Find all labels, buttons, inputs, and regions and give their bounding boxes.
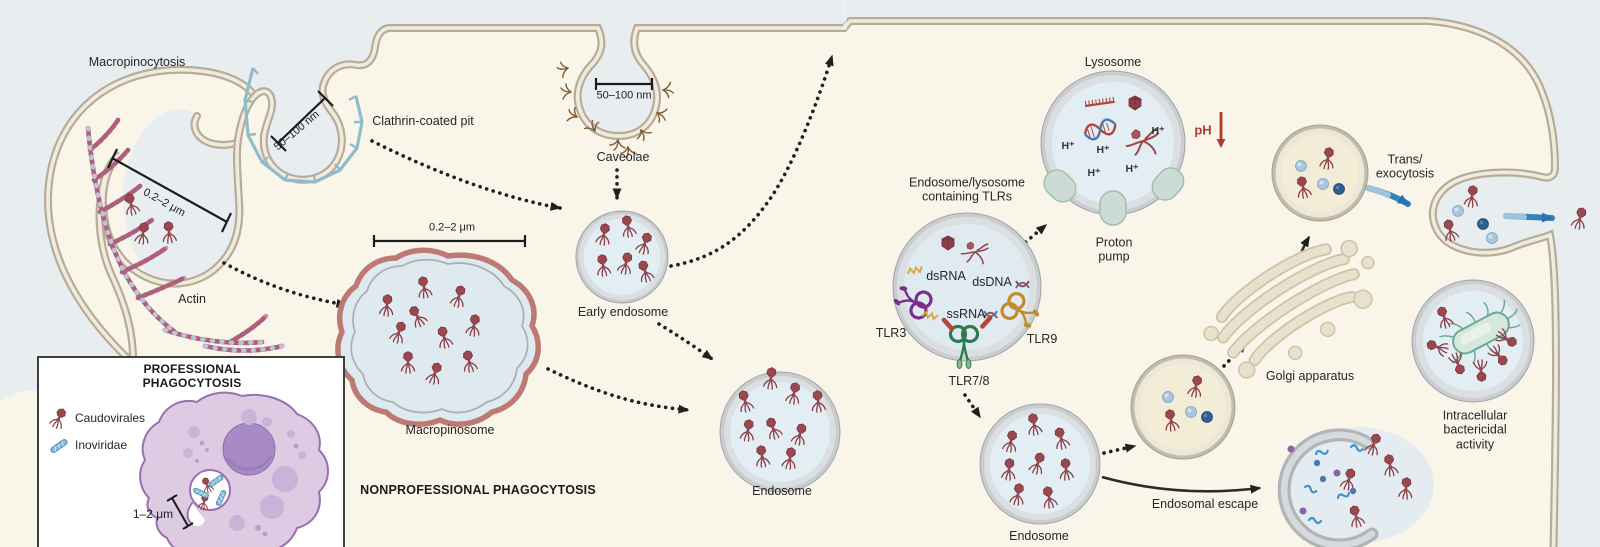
escape-endosome	[1277, 427, 1434, 547]
professional-phagocytosis-inset: PROFESSIONAL PHAGOCYTOSIS Caudovirales I…	[37, 356, 345, 547]
clathrin-lattice-icon	[243, 67, 364, 184]
caudovirales-phage-icon	[48, 405, 70, 431]
early-endosome	[575, 210, 669, 304]
golgi-apparatus	[1203, 239, 1375, 379]
tlr-endosome	[892, 212, 1042, 369]
arrow-macropinosome-to-endosome	[546, 367, 690, 414]
tlr9-receptor-icon	[1000, 291, 1040, 328]
scale-bars	[107, 78, 654, 247]
arrow-recycling-to-membrane	[669, 54, 834, 268]
arrow-endosomal-escape	[1101, 475, 1262, 494]
inoviridae-rod-icon	[49, 438, 69, 454]
inset-art	[48, 391, 329, 547]
nucleotide-dots	[1287, 445, 1357, 515]
arrow-ruffle-to-macropinosome	[222, 261, 348, 308]
degraded-dna-comb-icon	[1084, 96, 1115, 108]
endosome-left	[719, 366, 841, 493]
arrow-clathrin-to-early-endosome	[370, 139, 562, 211]
inset-scale-bar	[166, 494, 194, 530]
phagocyte-cell	[139, 391, 329, 547]
proton-pump-icons	[1043, 167, 1185, 226]
panel-seam	[843, 0, 847, 30]
legend-icons	[48, 405, 70, 454]
arrow-tlr-to-right-endosome	[963, 393, 982, 419]
macropinocytosis-phages	[121, 191, 178, 246]
transport-vesicle-lower	[1130, 354, 1236, 460]
lysosome	[1040, 70, 1226, 226]
macropinosome	[335, 247, 541, 427]
pathway-arrows	[222, 54, 1555, 494]
actin-filaments	[85, 117, 285, 353]
bacterium-icon	[1439, 299, 1521, 364]
transport-vesicle-upper	[1271, 124, 1369, 222]
endosome-right	[979, 403, 1101, 525]
dna-helix-icon	[1083, 118, 1117, 141]
bactericidal-vacuole	[1411, 279, 1535, 403]
released-phage	[1570, 205, 1590, 231]
arrow-early-endosome-to-endosome	[657, 322, 714, 361]
exocytosis-pocket-contents	[1440, 184, 1498, 244]
tlr78-receptor-icon	[948, 324, 980, 369]
arrow-endosome-to-vesicle	[1102, 443, 1137, 455]
tlr3-receptor-icon	[893, 286, 933, 320]
ssrna-icons	[941, 315, 993, 331]
